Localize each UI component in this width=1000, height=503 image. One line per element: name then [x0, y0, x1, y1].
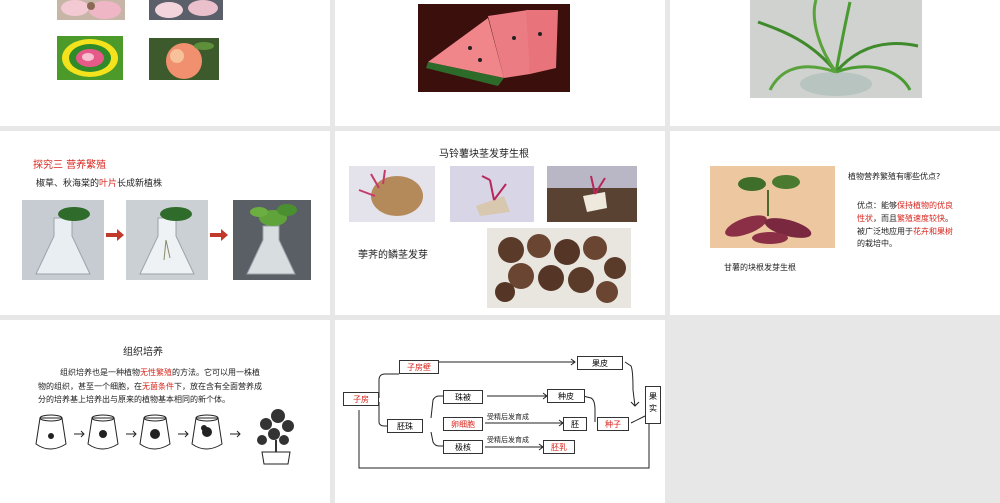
peach-fruit-photo — [149, 38, 219, 80]
node-egg-cell: 卵细胞 — [443, 417, 483, 431]
ovary-development-connector-lines — [358, 358, 650, 469]
slide-peach[interactable] — [0, 0, 330, 126]
slide-sweet-potato[interactable]: 甘薯的块根发芽生根 植物营养繁殖有哪些优点? 优点：能够保持植物的优良 性状，而… — [670, 131, 1000, 315]
node-seed: 种子 — [597, 417, 629, 431]
caption-water-chestnut: 荸荠的鳞茎发芽 — [358, 250, 428, 261]
slide-tissue-culture[interactable]: 组织培养 组织培养也是一种植物无性繁殖的方法。它可以用一株植 物的组织，甚至一个… — [0, 320, 330, 503]
node-ovary-wall: 子房壁 — [399, 360, 439, 374]
node-ovule: 胚珠 — [387, 419, 423, 433]
label-fertilization-2: 受精后发育成 — [487, 436, 529, 444]
water-chestnut-photo — [487, 228, 631, 308]
node-fruit: 果实 — [645, 386, 661, 424]
node-seed-coat: 种皮 — [547, 389, 585, 403]
leaf-flask-photo-3 — [233, 200, 311, 280]
spider-plant-photo — [750, 0, 922, 98]
slide-watermelon[interactable] — [335, 0, 665, 126]
peach-blossom-photo — [149, 0, 223, 20]
slide-spider-plant[interactable] — [670, 0, 1000, 126]
arrow-right-icon — [210, 229, 228, 241]
potato-sprout-photo-1 — [349, 166, 435, 222]
node-endosperm: 胚乳 — [543, 440, 575, 454]
question-text: 植物营养繁殖有哪些优点? — [848, 172, 941, 181]
watermelon-photo — [418, 4, 570, 92]
advantages-text: 优点：能够保持植物的优良 性状，而且繁殖速度较快。 被广泛地应用于花卉和果树 的… — [857, 201, 953, 249]
sweet-potato-photo — [710, 166, 835, 248]
slide-title: 组织培养 — [123, 347, 163, 358]
node-embryo: 胚 — [563, 417, 587, 431]
node-ovary: 子房 — [343, 392, 379, 406]
slide-title: 马铃薯块茎发芽生根 — [439, 149, 529, 160]
slide-potato-tuber[interactable]: 马铃薯块茎发芽生根 荸荠的鳞茎发芽 — [335, 131, 665, 315]
tissue-culture-sequence-diagram — [35, 409, 294, 465]
leaf-flask-photo-2 — [126, 200, 208, 280]
node-fruit-peel: 果皮 — [577, 356, 623, 370]
leaf-flask-photo-1 — [22, 200, 104, 280]
node-polar-nuclei: 极核 — [443, 440, 483, 454]
tissue-culture-description: 组织培养也是一种植物无性繁殖的方法。它可以用一株植 物的组织，甚至一个细胞，在无… — [38, 368, 262, 405]
caption-sweet-potato: 甘薯的块根发芽生根 — [724, 263, 796, 272]
label-fertilization-1: 受精后发育成 — [487, 413, 529, 421]
potato-sprout-photo-2 — [450, 166, 534, 222]
slide-subtitle: 椒草、秋海棠的叶片长成新植株 — [36, 179, 163, 189]
slide-vegetative-propagation[interactable]: 探究三 营养繁殖 椒草、秋海棠的叶片长成新植株 — [0, 131, 330, 315]
arrow-right-icon — [106, 229, 124, 241]
potato-sprout-photo-3 — [547, 166, 637, 222]
empty-slot — [670, 320, 1000, 503]
slide-title: 探究三 营养繁殖 — [33, 160, 107, 171]
peach-flower-photo — [57, 0, 125, 20]
peach-cross-section-diagram — [57, 36, 123, 80]
node-integument: 珠被 — [443, 390, 483, 404]
slide-ovary-development[interactable]: 子房壁 果皮 子房 珠被 种皮 胚珠 卵细胞 受精后发育成 胚 种子 极核 受精… — [335, 320, 665, 503]
